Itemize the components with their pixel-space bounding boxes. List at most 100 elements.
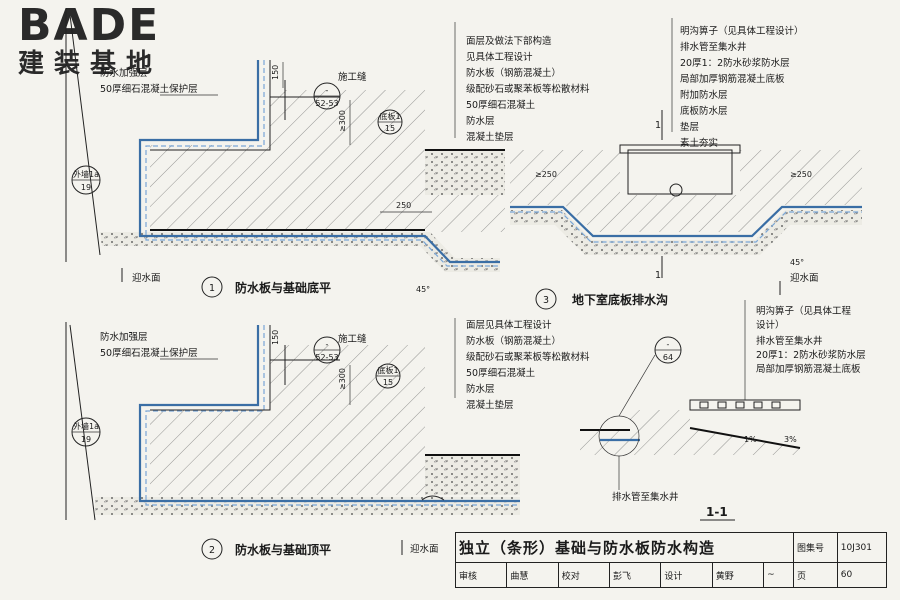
label-protect: 50厚细石混凝土保护层 <box>100 347 198 359</box>
earth-line <box>69 324 96 521</box>
figure-number-circle <box>535 288 557 310</box>
section-mark: 1 <box>655 270 661 281</box>
slab-concrete <box>425 195 505 232</box>
title-block: 独立（条形）基础与防水板防水构造 图集号 10J301 审核 曲慧 校对 彭飞 … <box>454 532 888 588</box>
grate <box>619 144 741 154</box>
layer-item: 见具体工程设计 <box>466 51 533 63</box>
wall-ref-top: 外墙1a <box>73 169 99 179</box>
wall-ref-bottom: 19 <box>81 435 91 444</box>
layer-item: 级配砂石或聚苯板等松散材料 <box>466 351 590 363</box>
figure-number: 2 <box>209 545 215 556</box>
foundation-concrete <box>150 90 425 230</box>
dim-250: 250 <box>396 201 411 210</box>
cushion-layer <box>95 497 520 515</box>
label-reinforce: 防水加强层 <box>100 331 148 343</box>
grate-slot <box>753 401 763 409</box>
protective-line <box>150 325 271 411</box>
reinforcement-layer <box>145 325 520 506</box>
design-label: 设计 <box>660 562 713 588</box>
layer-item: 20厚1：2防水砂浆防水层 <box>756 349 866 361</box>
water-face-label: 迎水面 <box>132 272 161 284</box>
layer-item: 面层见具体工程设计 <box>466 319 552 331</box>
layer-item: 防水层 <box>466 383 495 395</box>
page-number: 60 <box>836 562 888 588</box>
sheet-title: 独立（条形）基础与防水板防水构造 <box>455 532 794 563</box>
figure-title: 地下室底板排水沟 <box>572 292 668 307</box>
layer-item: 设计） <box>756 319 785 331</box>
figure-1: - 52-53 施工缝 底板1 15 150 ≥300 250 45° 防水加强… <box>69 14 590 298</box>
section-ref-bottom: 64 <box>663 353 673 362</box>
review-label: 审核 <box>454 562 508 588</box>
cushion-layer <box>100 232 500 272</box>
foundation-concrete <box>150 345 425 495</box>
dim-250: ≥250 <box>535 170 557 179</box>
check-label: 校对 <box>557 562 611 588</box>
layer-item: 附加防水层 <box>680 89 728 101</box>
layer-item: 局部加厚钢筋混凝土底板 <box>680 73 785 85</box>
layer-item: 素土夯实 <box>680 137 718 149</box>
dim-300: ≥300 <box>338 110 347 132</box>
layer-item: 明沟箅子（见具体工程 <box>756 305 852 317</box>
drain-pipe <box>669 183 683 197</box>
figure-number-circle <box>201 276 223 298</box>
layer-item: 明沟箅子（见具体工程设计） <box>680 25 804 37</box>
bottom-ref-bottom: 15 <box>383 378 393 387</box>
figure-title: 防水板与基础底平 <box>235 280 331 295</box>
layer-item: 垫层 <box>680 121 699 133</box>
joint-ref-top: - <box>326 86 329 95</box>
dim-300: ≥300 <box>338 368 347 390</box>
slab-concrete <box>580 410 800 455</box>
layer-item: 排水管至集水井 <box>680 41 747 53</box>
slope-1: 1% <box>744 435 757 444</box>
dim-150: 150 <box>271 330 280 345</box>
waterproof-layer <box>510 205 862 238</box>
reinforcement-layer <box>145 60 500 267</box>
leader <box>618 354 656 417</box>
layer-item: 混凝土垫层 <box>466 399 514 411</box>
layer-item: 50厚细石混凝土 <box>466 367 536 379</box>
logo: BADE 建装基地 <box>6 2 176 80</box>
layer-item: 50厚细石混凝土 <box>466 99 536 111</box>
dim-250: ≥250 <box>790 170 812 179</box>
layer-item: 20厚1：2防水砂浆防水层 <box>680 57 790 69</box>
layer-item: 防水层 <box>466 115 495 127</box>
figure-2: - 52-53 施工缝 底板1 15 150 ≥300 防水加强层 50厚细石混… <box>69 318 590 560</box>
review-name: 曲慧 <box>506 562 559 588</box>
atlas-number: 10J301 <box>836 532 888 563</box>
logo-brand: BADE <box>18 0 161 51</box>
grate-slot <box>699 401 709 409</box>
section-1-1: - 64 1% 3% 排水管至集水井 1-1 明沟箅子（见具体工程 设计） 排水… <box>580 300 866 521</box>
waterproof-layer <box>138 60 500 264</box>
bottom-ref-top: 底板1 <box>377 365 398 375</box>
layer-item: 局部加厚钢筋混凝土底板 <box>756 363 861 375</box>
layer-item: 防水板（钢筋混凝土） <box>466 335 561 347</box>
joint-label: 施工缝 <box>338 71 367 83</box>
joint-ref-top: - <box>326 340 329 349</box>
section-title: 1-1 <box>706 505 728 519</box>
dim-45: 45° <box>416 285 430 294</box>
grate-slot <box>735 401 745 409</box>
layer-item: 防水板（钢筋混凝土） <box>466 67 561 79</box>
slope-2: 3% <box>784 435 797 444</box>
dim-150: 150 <box>271 65 280 80</box>
bottom-ref-top: 底板1 <box>379 111 400 121</box>
figure-number: 1 <box>209 283 215 294</box>
figure-number-circle <box>201 538 223 560</box>
grate-slot <box>717 401 727 409</box>
additional-layer <box>510 211 862 243</box>
atlas-label: 图集号 <box>793 532 838 563</box>
layer-item: 混凝土垫层 <box>466 131 514 143</box>
layer-item: 底板防水层 <box>680 105 728 117</box>
layer-item: 级配砂石或聚苯板等松散材料 <box>466 83 590 95</box>
bottom-ref-bottom: 15 <box>385 124 395 133</box>
layer-item: 排水管至集水井 <box>756 335 823 347</box>
section-ref-top: - <box>667 340 670 349</box>
design-name: 黄野 <box>711 562 765 588</box>
layer-item: 面层及做法下部构造 <box>466 35 552 47</box>
page-label: 页 <box>793 562 838 588</box>
label-protect: 50厚细石混凝土保护层 <box>100 83 198 95</box>
backfill-material <box>425 455 520 495</box>
slab-concrete <box>510 150 862 232</box>
